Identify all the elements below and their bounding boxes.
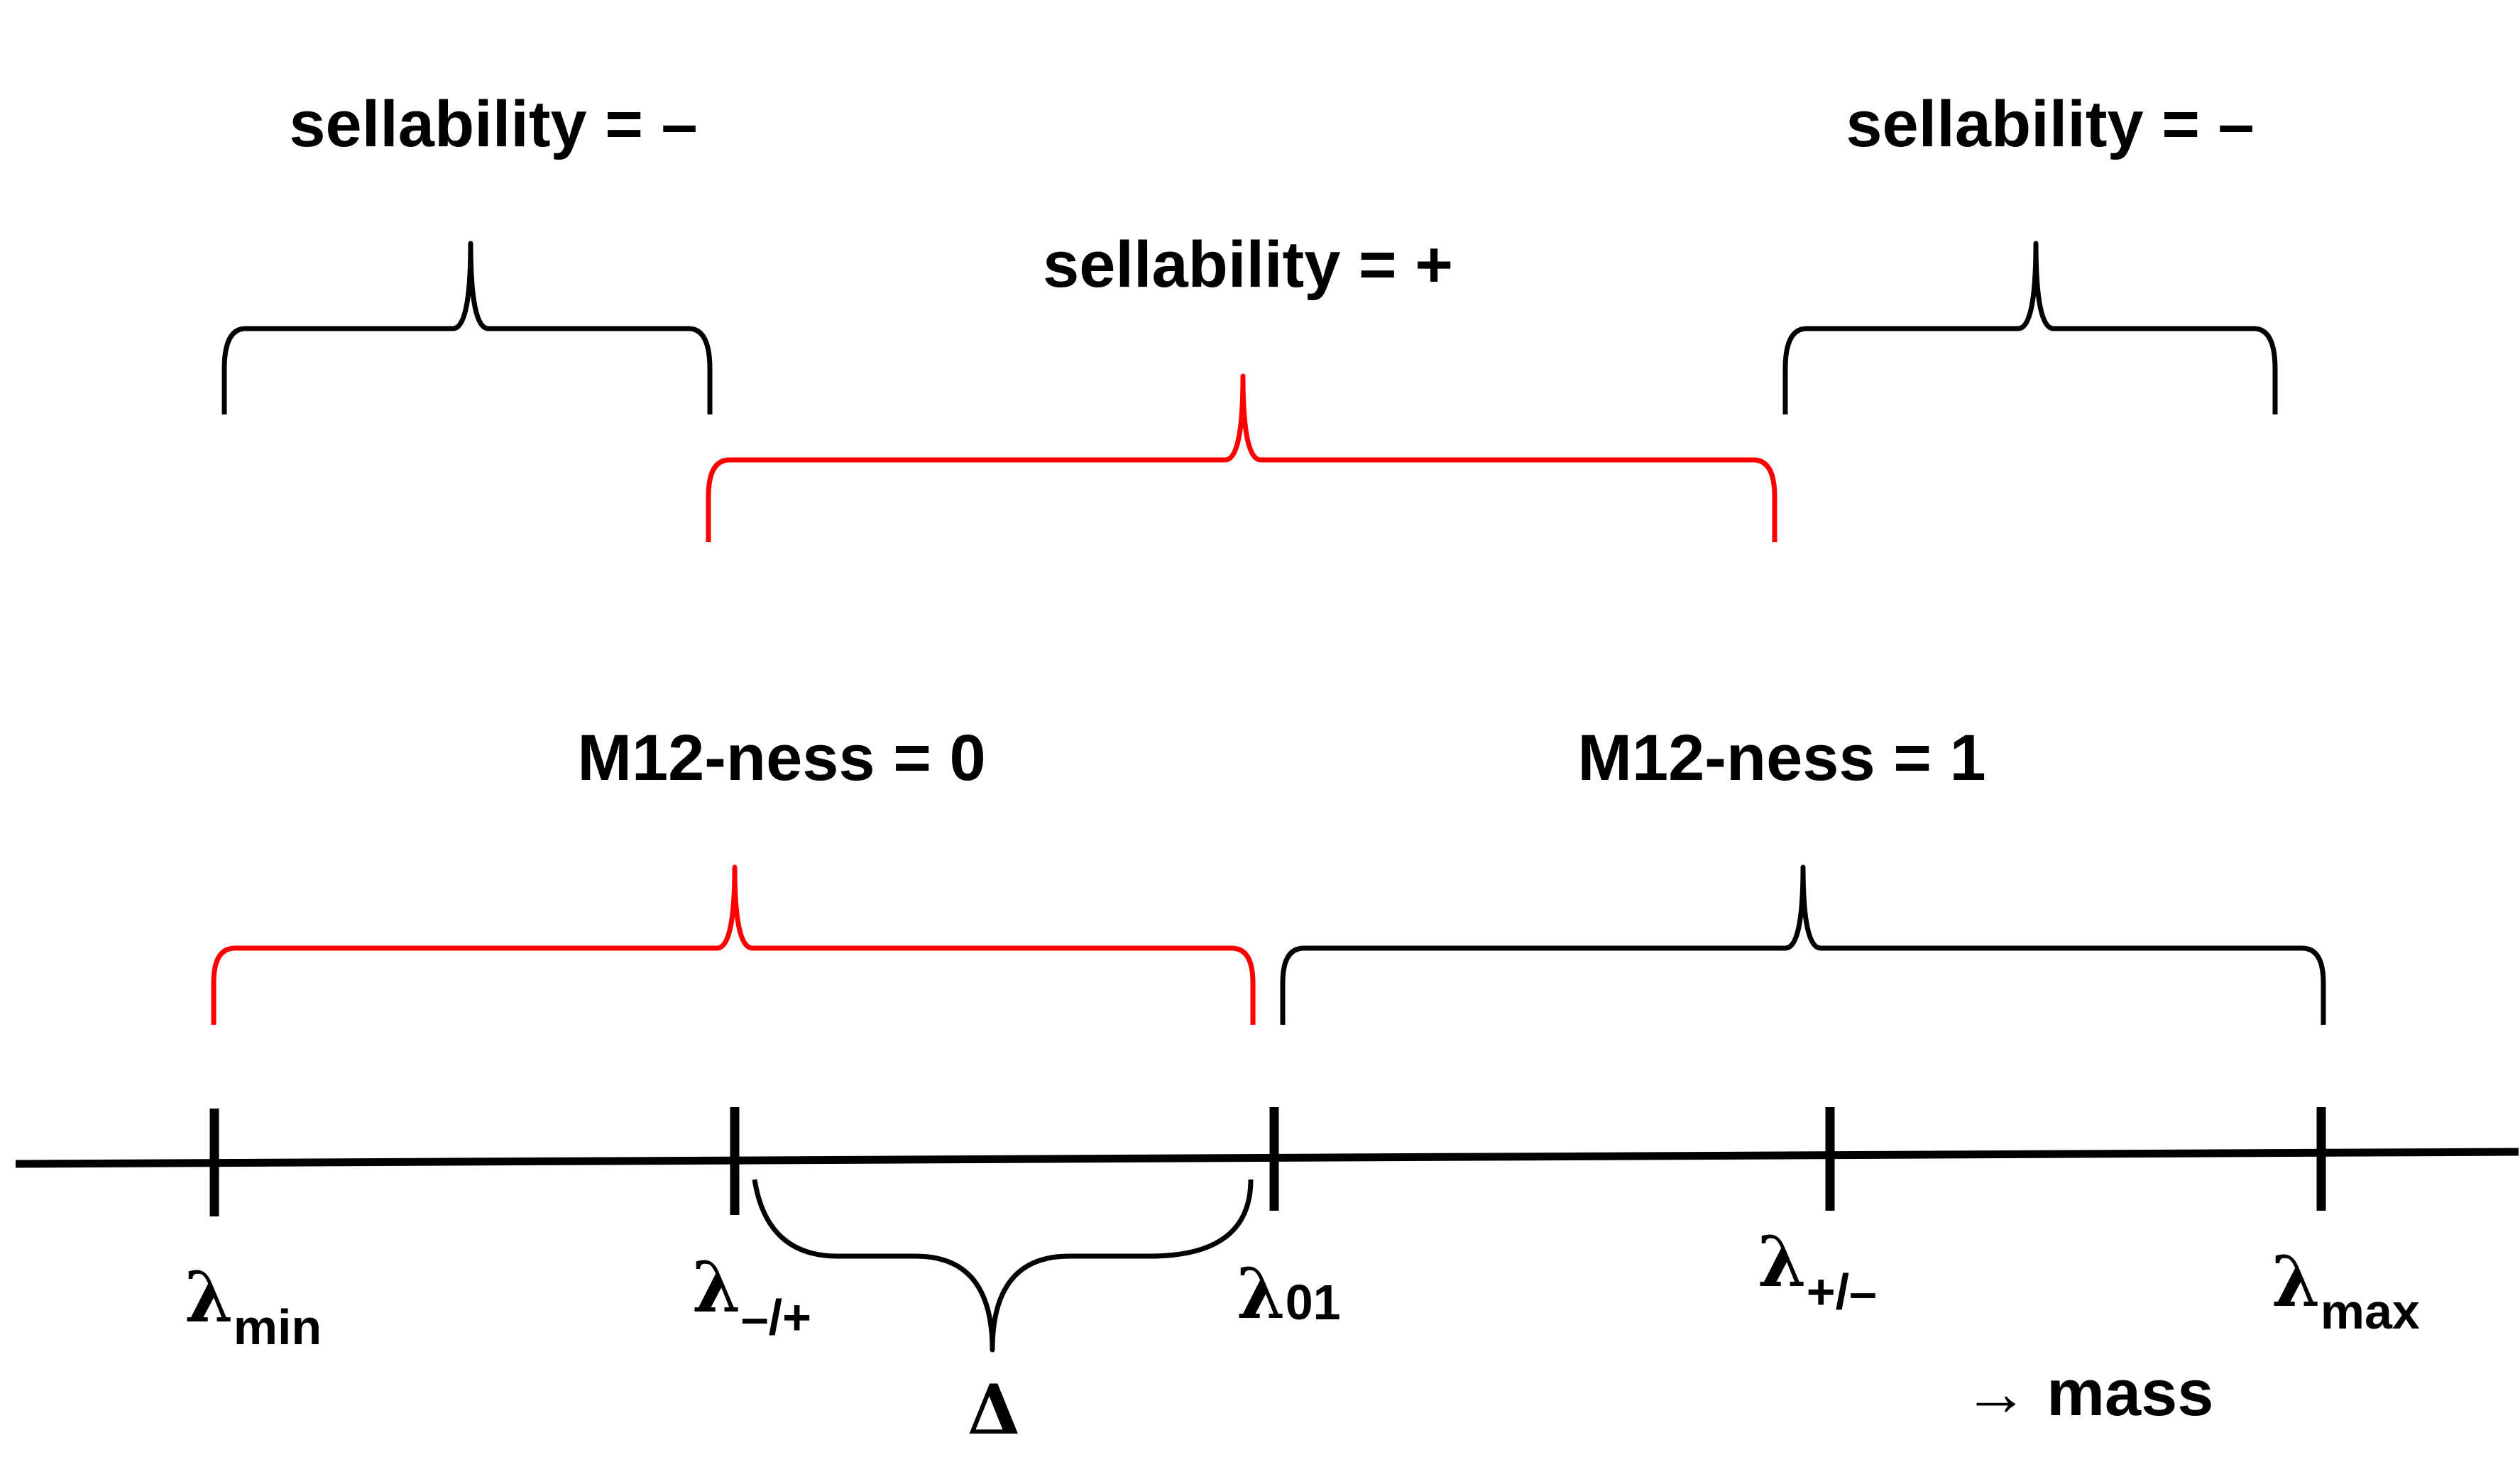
tick-subscript-max: max: [2321, 1284, 2420, 1339]
mass-axis-line: [15, 1148, 2519, 1168]
tick-subscript-min: min: [234, 1299, 322, 1355]
label-m12ness-one: M12-ness = 1: [1577, 722, 1985, 794]
label-sellability-minus-right: sellability = –: [1846, 88, 2254, 160]
brace-delta: [752, 1179, 1254, 1353]
lambda-symbol: λ: [185, 1257, 234, 1338]
tick-label-lambda-min: λmin: [185, 1257, 322, 1355]
tick-subscript-plus-minus: +/–: [1807, 1264, 1877, 1319]
label-mass-arrow: → mass: [1963, 1357, 2214, 1429]
brace-m12ness-one: [1280, 864, 2326, 1025]
brace-sellability-plus: [706, 373, 1777, 542]
lambda-symbol: λ: [1237, 1253, 1286, 1335]
tick-label-lambda-01: λ01: [1237, 1253, 1341, 1335]
label-m12ness-zero: M12-ness = 0: [577, 722, 985, 794]
label-sellability-plus: sellability = +: [1043, 229, 1453, 301]
tick-label-lambda-max: λmax: [2272, 1241, 2420, 1339]
tick-label-lambda-plus-minus: λ+/–: [1758, 1221, 1877, 1319]
lambda-symbol: λ: [692, 1247, 741, 1329]
lambda-symbol: λ: [1758, 1221, 1807, 1303]
tick-subscript-minus-plus: –/+: [741, 1290, 811, 1345]
lambda-symbol: λ: [2272, 1241, 2321, 1323]
brace-sellability-minus-right: [1782, 241, 2278, 414]
label-sellability-minus-left: sellability = –: [289, 88, 697, 160]
brace-sellability-minus-left: [221, 241, 713, 414]
brace-m12ness-zero: [211, 864, 1256, 1025]
tick-label-lambda-minus-plus: λ–/+: [692, 1247, 811, 1345]
label-delta: Δ: [968, 1370, 1020, 1450]
tick-subscript-01: 01: [1286, 1275, 1341, 1330]
